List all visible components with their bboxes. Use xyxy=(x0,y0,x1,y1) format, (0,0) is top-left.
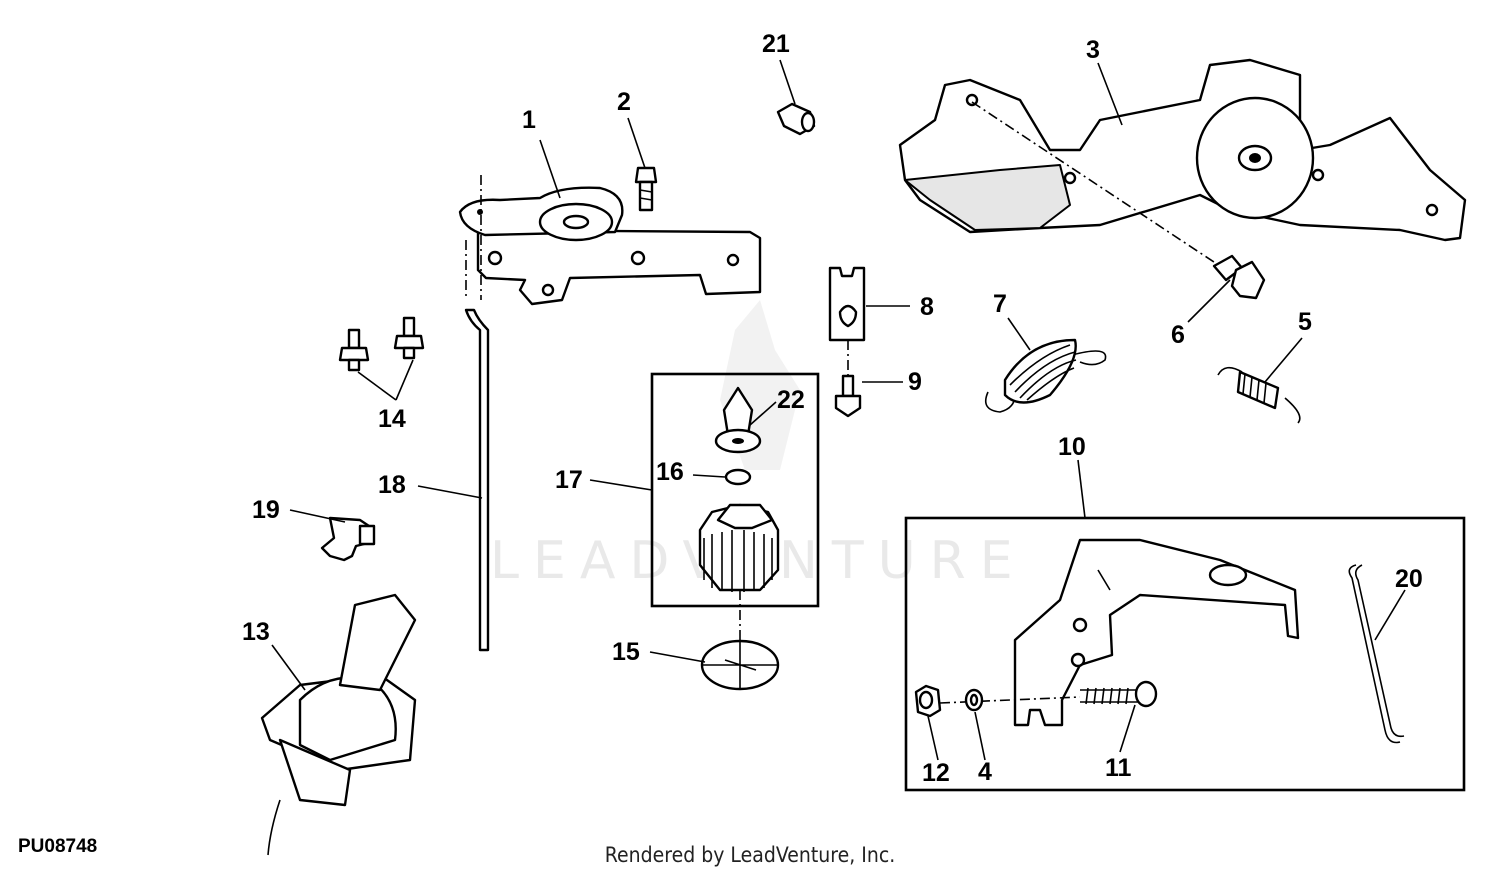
part-21-fitting xyxy=(776,102,816,136)
part-18-rod xyxy=(464,175,490,652)
leader-lines xyxy=(271,59,1406,761)
part-17-assembly-box xyxy=(650,372,820,640)
callout-11: 11 xyxy=(1105,754,1132,782)
part-9-screw xyxy=(834,374,862,418)
callout-2: 2 xyxy=(617,88,631,116)
part-6-bolt xyxy=(1212,254,1266,300)
callout-3: 3 xyxy=(1086,36,1100,64)
callout-14: 14 xyxy=(378,405,406,433)
part-2-bolt xyxy=(634,166,658,212)
callout-16: 16 xyxy=(656,458,684,486)
callout-6: 6 xyxy=(1171,321,1185,349)
figure-id: PU08748 xyxy=(18,836,98,857)
part-5-spring xyxy=(1217,366,1301,424)
callout-17: 17 xyxy=(555,466,583,494)
callout-4: 4 xyxy=(978,758,992,786)
part-10-assembly-box xyxy=(904,516,1466,792)
part-19-clip xyxy=(320,516,376,562)
part-15-disc xyxy=(700,639,780,691)
render-credit: Rendered by LeadVenture, Inc. xyxy=(604,843,896,867)
part-3-alignment-line xyxy=(971,101,1221,267)
callout-7: 7 xyxy=(993,290,1007,318)
part-7-spring xyxy=(984,338,1107,413)
callout-20: 20 xyxy=(1395,565,1423,593)
part-13-control-lever xyxy=(260,593,417,856)
callout-22: 22 xyxy=(777,386,805,414)
callout-1: 1 xyxy=(522,106,536,134)
callout-9: 9 xyxy=(908,368,922,396)
callout-10: 10 xyxy=(1058,433,1086,461)
callout-5: 5 xyxy=(1298,308,1312,336)
part-1-throttle-plate xyxy=(458,186,762,306)
callout-labels: 1 2 3 4 5 6 7 8 9 10 11 12 13 14 15 16 1… xyxy=(242,30,1423,787)
callout-15: 15 xyxy=(612,638,640,666)
callout-18: 18 xyxy=(378,471,406,499)
callout-12: 12 xyxy=(922,759,950,787)
callout-8: 8 xyxy=(920,293,934,321)
part-8-clip xyxy=(828,266,866,375)
part-14-studs xyxy=(338,316,425,372)
part-3-bracket xyxy=(898,58,1467,242)
callout-19: 19 xyxy=(252,496,280,524)
callout-13: 13 xyxy=(242,618,270,646)
callout-21: 21 xyxy=(762,30,790,58)
